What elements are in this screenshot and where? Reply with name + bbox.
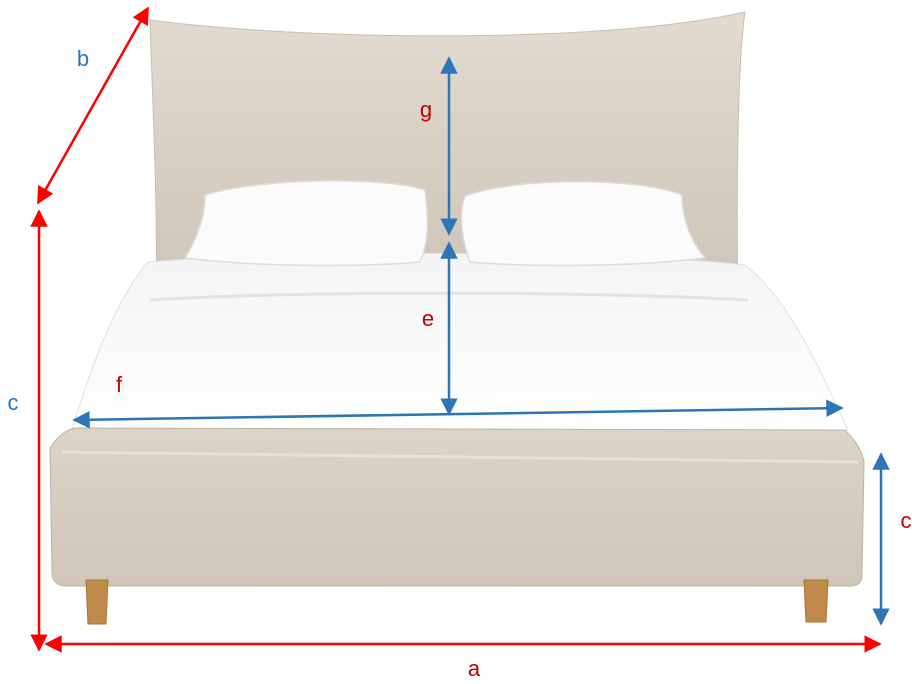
duvet xyxy=(71,252,849,431)
label-e: e xyxy=(422,306,434,331)
dimension-f-arrow xyxy=(72,399,844,429)
label-c-left: c xyxy=(8,390,19,415)
pillow-left xyxy=(183,180,429,267)
bed-base xyxy=(49,427,865,587)
bed-illustration xyxy=(49,11,865,625)
dimension-b-arrow xyxy=(36,6,150,205)
pillow-right xyxy=(460,180,707,267)
label-c-right: c xyxy=(901,508,912,533)
leg-left xyxy=(85,579,109,625)
label-f: f xyxy=(116,372,123,397)
leg-right xyxy=(803,579,829,623)
label-a: a xyxy=(468,656,481,681)
label-b: b xyxy=(77,46,89,71)
label-g: g xyxy=(420,97,432,122)
bed-base-top-edge xyxy=(61,450,859,464)
